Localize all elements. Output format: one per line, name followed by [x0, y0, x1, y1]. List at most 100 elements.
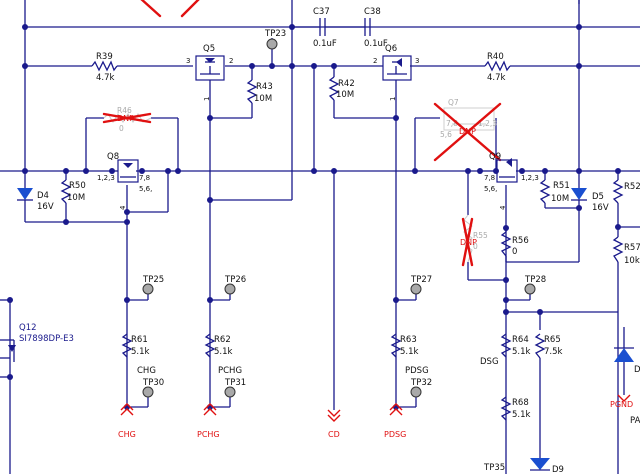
- d5-ref: D5: [592, 192, 604, 202]
- tp28-label: TP28: [524, 275, 546, 285]
- q9-ref: Q9: [489, 152, 501, 162]
- testpoint-tp35: TP35: [483, 463, 505, 473]
- r43-value: 10M: [254, 94, 272, 104]
- r56-value: 0: [512, 247, 517, 257]
- d4-ref: D4: [37, 191, 49, 201]
- q7-pins-a: 1,2,3: [478, 119, 497, 128]
- tp23-label: TP23: [264, 29, 286, 39]
- testpoint-tp30: TP30: [142, 378, 164, 398]
- port-cd-label: CD: [328, 430, 340, 439]
- r43-ref: R43: [256, 82, 273, 92]
- net-chg: CHG: [137, 366, 156, 376]
- q9-pins-a: 1,2,3: [521, 174, 539, 182]
- q8-pins-a: 1,2,3: [97, 174, 115, 182]
- pa-fragment: PA: [630, 416, 640, 426]
- r40-value: 4.7k: [487, 73, 506, 83]
- q6-pin-bottom: 1: [389, 97, 397, 101]
- resistor-r64: R64 5.1k: [500, 333, 531, 358]
- resistor-r56: R56 0: [500, 231, 529, 257]
- resistor-r52: R52: [612, 179, 640, 204]
- net-dsg: DSG: [480, 357, 499, 367]
- r68-ref: R68: [512, 398, 529, 408]
- q9-pin-gate: 4: [499, 205, 507, 210]
- d9-ref: D9: [552, 465, 564, 474]
- r63-value: 5.1k: [400, 347, 419, 357]
- r50-value: 10M: [67, 193, 85, 203]
- d-partial-label: D: [634, 365, 640, 375]
- diode-right-partial: D: [614, 347, 640, 375]
- net-pdsg: PDSG: [405, 366, 429, 376]
- port-chg-label: CHG: [118, 430, 136, 439]
- q6-pin-right: 3: [415, 57, 419, 65]
- testpoint-tp25: TP25: [142, 275, 164, 295]
- c38-value: 0.1uF: [364, 39, 388, 49]
- r57-value: 10k: [624, 256, 640, 266]
- r39-ref: R39: [96, 52, 113, 62]
- resistor-r65: R65 7.5k: [534, 333, 563, 359]
- r65-ref: R65: [544, 335, 561, 345]
- resistor-r43: R43 10M: [246, 79, 273, 104]
- diode-d9: D9: [530, 458, 564, 474]
- c37-value: 0.1uF: [313, 39, 337, 49]
- transistor-q5: Q5 3 2 1: [186, 44, 233, 101]
- port-pgnd: PGND PA: [610, 394, 640, 426]
- transistor-q8: Q8 1,2,3 7,8 5,6, 4: [97, 152, 152, 210]
- q8-ref: Q8: [107, 152, 119, 162]
- q12-part: SI7898DP-E3: [19, 334, 74, 344]
- resistor-r68: R68 5.1k: [500, 396, 531, 421]
- tp27-label: TP27: [410, 275, 432, 285]
- port-chg: CHG: [118, 403, 136, 439]
- transistor-q9: Q9 1,2,3 7,8 5,6, 4: [484, 152, 539, 210]
- resistor-r51: R51 10M: [539, 179, 570, 204]
- net-pchg: PCHG: [218, 366, 242, 376]
- port-pdsg: PDSG: [384, 403, 406, 439]
- capacitor-c38: C38 0.1uF: [364, 7, 388, 49]
- d4-value: 16V: [37, 202, 54, 212]
- testpoint-tp26: TP26: [224, 275, 246, 295]
- r57-ref: R57: [624, 243, 640, 253]
- resistor-r40: R40 4.7k: [484, 52, 511, 83]
- q9-pins-b: 7,8: [484, 174, 495, 182]
- q12-ref: Q12: [19, 323, 37, 333]
- resistor-r42: R42 10M: [328, 76, 355, 101]
- port-pgnd-label: PGND: [610, 400, 633, 409]
- testpoint-tp23: TP23: [264, 29, 286, 50]
- resistor-r39: R39 4.7k: [91, 52, 118, 83]
- resistor-r50: R50 10M: [60, 179, 86, 204]
- r68-value: 5.1k: [512, 410, 531, 420]
- port-cd: CD: [327, 409, 341, 439]
- r39-value: 4.7k: [96, 73, 115, 83]
- q8-pins-c: 5,6,: [139, 185, 152, 193]
- diode-d4: D4 16V: [17, 188, 54, 212]
- q8-pins-b: 7,8: [139, 174, 150, 182]
- port-pchg-label: PCHG: [197, 430, 220, 439]
- q7-pins-b: 7,8: [446, 119, 458, 128]
- r64-ref: R64: [512, 335, 529, 345]
- top-dnp-cross-fragment: [140, 0, 200, 18]
- port-pdsg-label: PDSG: [384, 430, 406, 439]
- r42-ref: R42: [338, 79, 355, 89]
- q7-pins-c: 5,6: [440, 130, 452, 139]
- q5-pin-left: 3: [186, 57, 190, 65]
- r62-value: 5.1k: [214, 347, 233, 357]
- c37-ref: C37: [313, 7, 330, 17]
- testpoint-tp31: TP31: [224, 378, 246, 398]
- r63-ref: R63: [400, 335, 417, 345]
- r42-value: 10M: [336, 90, 354, 100]
- q5-pin-bottom: 1: [203, 97, 211, 101]
- r64-value: 5.1k: [512, 347, 531, 357]
- r46-value: 0: [119, 124, 124, 133]
- q9-pins-c: 5,6,: [484, 185, 497, 193]
- capacitor-c37: C37 0.1uF: [313, 7, 365, 49]
- tp35-label: TP35: [483, 463, 505, 473]
- r40-ref: R40: [487, 52, 504, 62]
- tp26-label: TP26: [224, 275, 246, 285]
- testpoint-tp28: TP28: [524, 275, 546, 295]
- d5-value: 16V: [592, 203, 609, 213]
- q6-ref: Q6: [385, 44, 397, 54]
- testpoint-tp27: TP27: [410, 275, 432, 295]
- r52-ref: R52: [624, 182, 640, 192]
- port-pchg: PCHG: [197, 403, 220, 439]
- tp32-label: TP32: [410, 378, 432, 388]
